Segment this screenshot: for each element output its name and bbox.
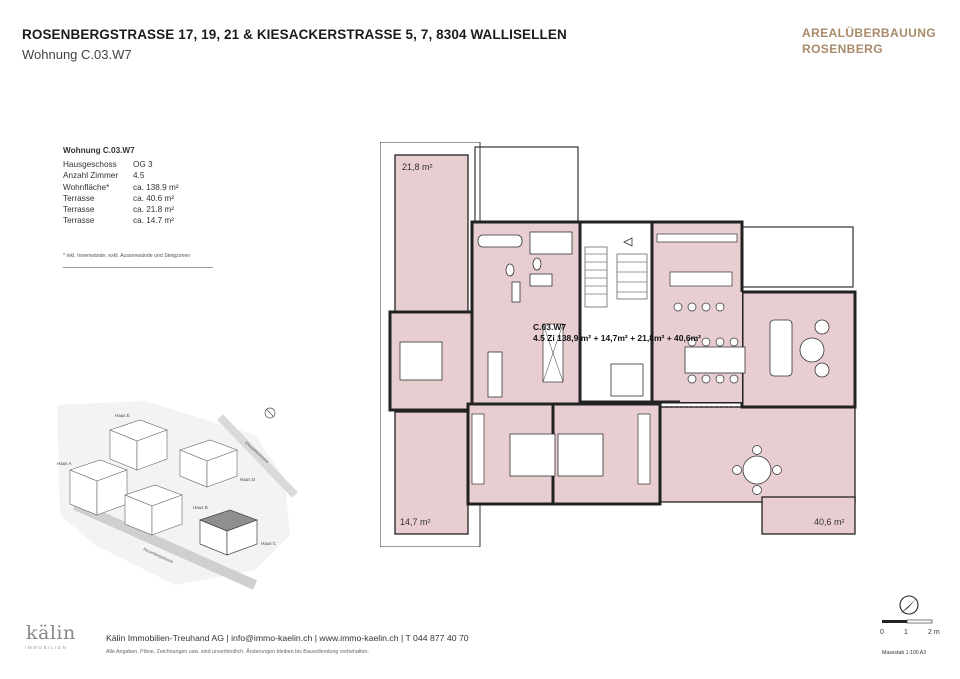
bathtub-icon <box>477 234 523 248</box>
area-terrace-left: 14,7 m² <box>400 517 431 527</box>
facts-row: Terrasse ca. 40.6 m² <box>63 193 179 204</box>
divider <box>63 267 213 268</box>
company-logo-sub: IMMOBILIEN <box>25 645 68 650</box>
facts-row: Wohnfläche* ca. 138.9 m² <box>63 182 179 193</box>
kitchen-counter-top <box>656 233 738 243</box>
building-haus-a <box>69 459 128 516</box>
facts-table: Hausgeschoss OG 3 Anzahl Zimmer 4.5 Wohnfl… <box>63 159 179 227</box>
terrace-right-lower <box>761 496 856 535</box>
facts-label: Terrasse <box>63 216 95 226</box>
armchair-icon <box>814 319 830 335</box>
terrace-top <box>394 154 469 313</box>
facts-label: Hausgeschoss <box>63 160 117 169</box>
terrace-chairs-icon <box>732 445 782 495</box>
scale-tick-0: 0 <box>880 629 884 636</box>
area-terrace-top: 21,8 m² <box>402 162 433 172</box>
wardrobe-icon-3 <box>637 413 651 485</box>
scale-tick-1: 1 <box>904 629 908 636</box>
living-room <box>740 290 857 409</box>
facts-label: Anzahl Zimmer <box>63 171 119 181</box>
terrace-table-icon <box>742 455 772 485</box>
sofa-icon <box>769 319 793 377</box>
balcony-top-outline <box>474 146 579 223</box>
building-haus-d <box>179 439 238 488</box>
facts-label: Terrasse <box>63 193 95 203</box>
company-logo: kälin <box>26 622 76 644</box>
scale-segment-2 <box>906 619 933 624</box>
wardrobe-icon-2 <box>471 413 485 485</box>
facts-row: Terrasse ca. 21.8 m² <box>63 204 179 215</box>
staircase-icon <box>584 246 648 308</box>
bed-icon-3 <box>557 433 604 477</box>
street-rosenberg <box>72 500 258 590</box>
contact-info: Kälin Immobilien-Treuhand AG | info@immo… <box>106 633 469 643</box>
facts-value: 4.5 <box>133 171 145 181</box>
site-plan: Haus E Haus A Haus D Haus B Haus C Kiesa… <box>57 401 298 590</box>
toilet-icon <box>505 263 515 277</box>
unit-summary: 4.5 Zi 138,9 m² + 14,7m² + 21,8m² + 40,6… <box>533 333 701 343</box>
dining-table-icon <box>684 346 746 374</box>
building-haus-b <box>124 484 183 536</box>
label-haus-d: Haus D <box>240 477 256 482</box>
facts-row: Terrasse ca. 14.7 m² <box>63 215 179 226</box>
shaft-cross-2 <box>542 323 564 383</box>
wardrobe-icon <box>487 351 503 398</box>
bed-icon-2 <box>509 433 556 477</box>
floor-plan: 21,8 m² 14,7 m² 40,6 m² C.03.W7 4.5 Zi 1… <box>380 142 857 547</box>
kitchen-island-icon <box>669 271 733 287</box>
stools-icon <box>673 302 725 312</box>
label-haus-b: Haus B <box>193 505 208 510</box>
label-haus-a: Haus A <box>57 461 72 466</box>
facts-value: ca. 138.9 m² <box>133 182 179 192</box>
balcony-right-outline <box>739 226 854 288</box>
facts-value: ca. 14.7 m² <box>133 216 174 226</box>
street-kiesacker <box>217 414 298 498</box>
elevator-icon <box>610 363 644 397</box>
disclaimer: Alle Angaben, Pläne, Zeichnungen usw. si… <box>106 649 369 655</box>
facts-heading: Wohnung C.03.W7 <box>63 146 135 155</box>
scale-text: Massstab 1:100 A3 <box>882 650 927 656</box>
brand-line-1: AREALÜBERBAUUNG <box>802 26 936 40</box>
building-haus-c <box>198 509 259 556</box>
unit-label: C.03.W7 <box>533 322 566 332</box>
facts-footnote: * inkl. Innenwände, exkl. Aussenwände un… <box>63 253 191 259</box>
compass-icon <box>899 595 919 615</box>
scale-segment-1 <box>882 620 907 623</box>
north-arrow-icon <box>264 407 276 419</box>
page-subtitle: Wohnung C.03.W7 <box>22 47 132 62</box>
facts-value: OG 3 <box>133 160 153 169</box>
scale-tick-2: 2 m <box>928 629 940 636</box>
label-haus-e: Haus E <box>115 413 130 418</box>
page-title: ROSENBERGSTRASSE 17, 19, 21 & KIESACKERS… <box>22 27 567 42</box>
coffee-table-icon <box>799 337 825 363</box>
building-haus-e <box>109 419 168 471</box>
bed-icon <box>399 341 443 381</box>
facts-value: ca. 40.6 m² <box>133 193 174 203</box>
facts-label: Wohnfläche* <box>63 182 110 192</box>
sink-icon <box>511 281 521 303</box>
facts-row: Anzahl Zimmer 4.5 <box>63 170 179 181</box>
facts-row: Hausgeschoss OG 3 <box>63 159 179 170</box>
toilet-icon-2 <box>532 257 542 271</box>
terrace-left <box>394 411 469 535</box>
label-haus-c: Haus C <box>261 541 277 546</box>
area-terrace-right: 40,6 m² <box>814 517 845 527</box>
dining-chairs-icon <box>687 337 739 384</box>
facts-label: Terrasse <box>63 205 95 215</box>
brand-line-2: ROSENBERG <box>802 42 883 56</box>
scale-bar: 0 1 2 m <box>880 595 940 636</box>
washing-machine-icon <box>529 273 553 287</box>
brand-logo: AREALÜBERBAUUNG ROSENBERG <box>802 25 936 57</box>
armchair-icon-2 <box>814 362 830 378</box>
facts-value: ca. 21.8 m² <box>133 205 174 215</box>
shower-icon <box>529 231 573 255</box>
unit-facts: Wohnung C.03.W7 Hausgeschoss OG 3 Anzahl … <box>63 146 179 227</box>
elevator-arrow-icon <box>623 237 633 247</box>
